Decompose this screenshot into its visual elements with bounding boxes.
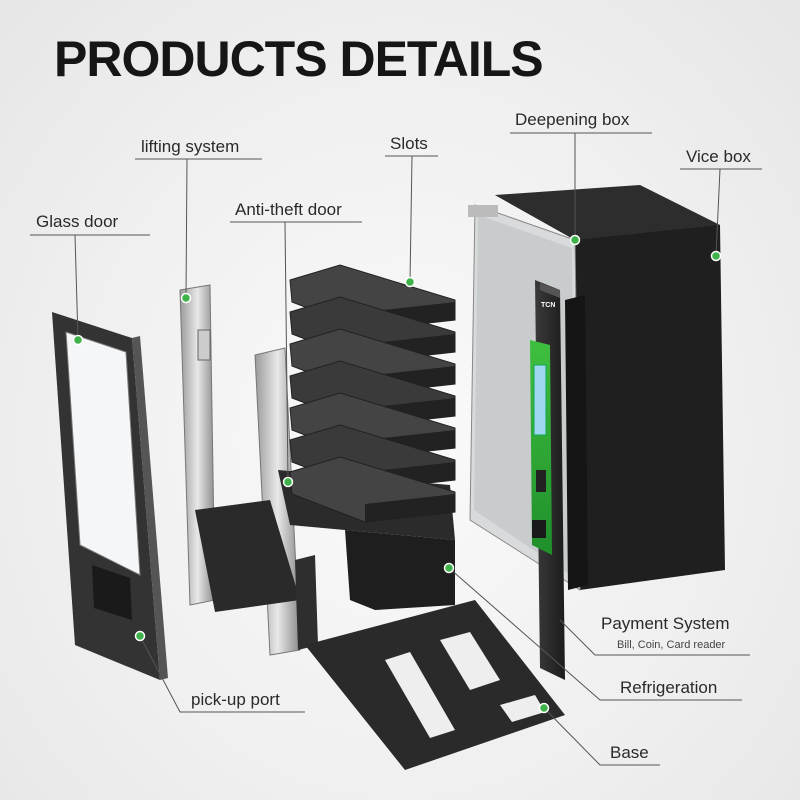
page-title: PRODUCTS DETAILS [54,31,544,87]
label-refrigeration: Refrigeration [620,678,718,697]
slots-part [289,264,456,523]
glass-door-part [52,312,168,680]
label-pick-up-port: pick-up port [191,690,280,709]
label-lifting-system: lifting system [141,137,240,156]
label-vice-box: Vice box [686,147,751,166]
label-payment-methods: Bill, Coin, Card reader [617,639,726,651]
cabinet-part [468,185,725,680]
label-deepening-box: Deepening box [515,110,630,129]
base-part [305,600,565,770]
label-glass-door: Glass door [36,212,119,231]
brand-logo: TCN [541,302,555,309]
leader-lines [30,132,762,766]
label-payment-system: Payment System [601,614,730,633]
lifting-system-part [179,284,318,656]
marker-dots [72,234,722,714]
label-base: Base [610,743,649,762]
label-anti-theft-door: Anti-theft door [235,200,342,219]
slot-tray-front [365,494,455,522]
label-slots: Slots [390,134,428,153]
